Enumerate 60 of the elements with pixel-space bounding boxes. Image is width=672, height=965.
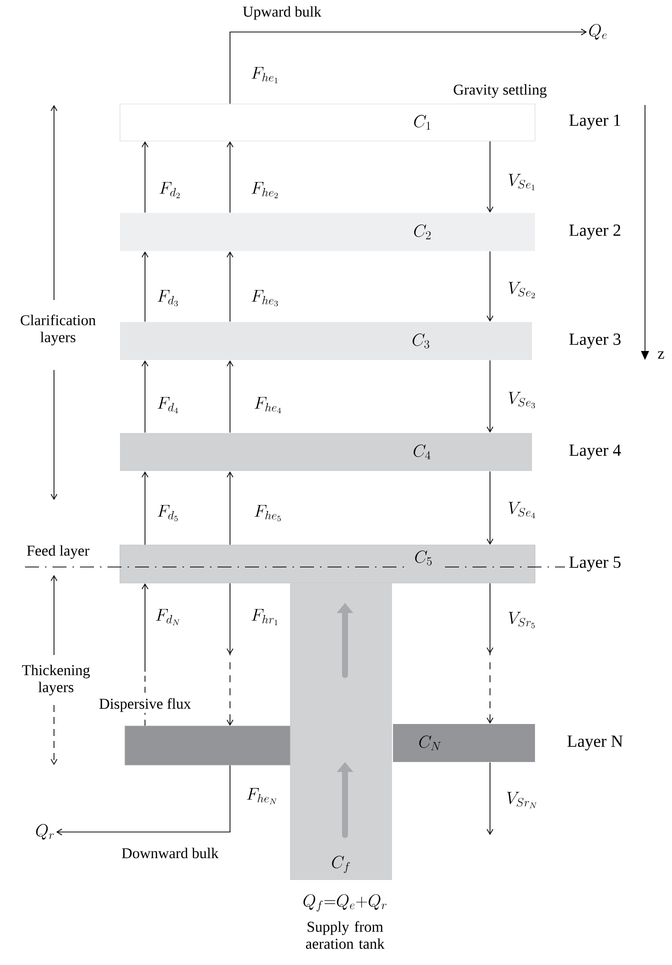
- edge-label: $F_{d_3}$: [158, 290, 178, 306]
- node-label: $C_f$: [332, 856, 350, 873]
- edge-label: $F_{he_1}$: [252, 66, 278, 84]
- layer-box: $C_1$: [120, 104, 536, 142]
- edge-label: $V_{Se_3}$: [508, 392, 535, 408]
- layer-label: Supply from aeration tank: [306, 921, 385, 949]
- layer-label: Layer 1: [569, 114, 620, 130]
- flow-label: $Q_e$: [589, 24, 607, 40]
- arrow: [56, 764, 230, 836]
- formula-label: $Q_f{=}Q_e{+}Q_r$: [303, 894, 386, 912]
- layer-label: Layer 4: [569, 444, 621, 460]
- arrow: [486, 251, 494, 322]
- layer-box: $C_4$: [120, 433, 532, 471]
- text-label: Downward bulk: [122, 848, 219, 858]
- arrow: [226, 471, 234, 546]
- edge-label: $V_{Se_2}$: [508, 282, 535, 298]
- layer-bar: [124, 726, 290, 766]
- edge-label: $F_{he_5}$: [254, 504, 281, 522]
- arrow: [142, 583, 148, 726]
- layer-box: $C_3$: [120, 322, 532, 360]
- arrow: [226, 582, 234, 726]
- edge-label: $F_{d_4}$: [158, 396, 178, 414]
- edge-label: $F_{d_N}$: [156, 608, 180, 626]
- text-label: Dispersive flux: [98, 697, 192, 713]
- flow-label: $Q_r$: [36, 824, 54, 840]
- arrow: [486, 140, 494, 213]
- edge-label: $F_{d_5}$: [158, 504, 178, 522]
- arrow: [486, 360, 494, 433]
- edge-label: $F_{he_3}$: [252, 290, 278, 306]
- layer-label: Layer 5: [569, 556, 621, 572]
- edge-label: $V_{Sr_5}$: [508, 612, 535, 628]
- arrow: [226, 360, 234, 433]
- text-label: Upward bulk: [242, 6, 322, 20]
- arrow: [486, 471, 494, 545]
- arrow: [486, 762, 494, 835]
- layer-box: $C_2$: [120, 213, 535, 251]
- layer-label: Layer 2: [569, 224, 620, 240]
- edge-label: $F_{he_N}$: [246, 788, 277, 804]
- edge-label: $F_{he_4}$: [254, 396, 281, 414]
- layer-label: Layer N: [567, 736, 623, 750]
- edge-label: $F_{hr_1}$: [252, 608, 278, 626]
- layer-box: $C_5$: [120, 544, 536, 584]
- arrow: [142, 141, 148, 213]
- edge-label: $V_{Sr_N}$: [507, 792, 537, 808]
- arrow: [142, 471, 148, 546]
- text-label: Thickening layers: [22, 664, 90, 696]
- layer-box: $C_N$: [393, 724, 535, 762]
- arrow: [486, 582, 494, 724]
- edge-label: $F_{he_2}$: [252, 182, 278, 198]
- edge-label: $V_{Se_1}$: [508, 174, 535, 190]
- arrow: [226, 251, 234, 322]
- arrow: [142, 251, 148, 322]
- text-label: z: [658, 351, 664, 359]
- arrow: [226, 141, 234, 213]
- arrow: [142, 360, 148, 433]
- arrow: [230, 28, 587, 104]
- edge-label: $F_{d_2}$: [160, 182, 180, 198]
- feed-column: $C_f$: [290, 583, 392, 880]
- edge-label: $V_{Se_4}$: [508, 502, 535, 518]
- layer-label: Layer 3: [569, 334, 621, 348]
